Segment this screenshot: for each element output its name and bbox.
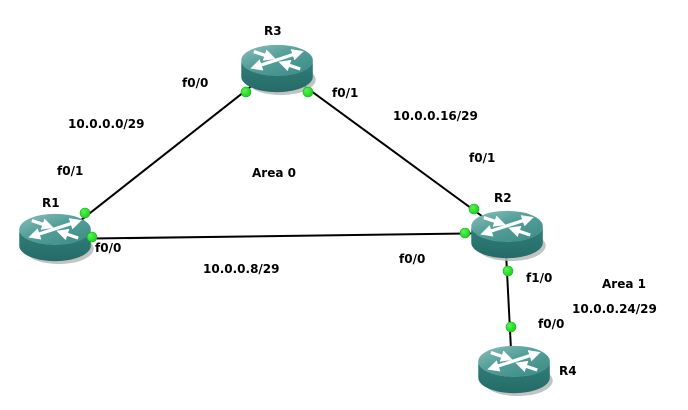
interface-label-r1-f0-1: f0/1 [57,164,84,178]
status-dot-r2-f0-1 [468,203,480,215]
link-r3-r2[interactable] [276,65,506,234]
status-dot-r4-f0-0 [505,321,517,333]
interface-label-r1-f0-0: f0/0 [95,241,122,255]
interface-label-r3-f0-0: f0/0 [182,76,209,90]
interface-label-r2-f0-1: f0/1 [469,151,496,165]
status-dot-r1-f0-1 [79,207,91,219]
link-r1-r2[interactable] [56,232,506,240]
area-label-area0: Area 0 [252,166,296,180]
link-r1-r3[interactable] [56,65,278,240]
router-label-r4: R4 [559,364,577,378]
status-dot-r2-f1-0 [502,265,514,277]
network-label-r3-r2: 10.0.0.16/29 [393,109,478,123]
network-label-r1-r3: 10.0.0.0/29 [68,117,145,131]
router-label-r1: R1 [42,196,60,210]
status-dot-r2-f0-0 [459,227,471,239]
status-dot-r3-f0-0 [240,86,252,98]
status-dot-r1-f0-0 [86,231,98,243]
router-label-r2: R2 [494,191,512,205]
interface-label-r4-f0-0: f0/0 [538,317,565,331]
network-label-r1-r2: 10.0.0.8/29 [203,262,280,276]
area-label-area1: Area 1 [602,277,646,291]
interface-label-r3-f0-1: f0/1 [332,86,359,100]
status-dot-r3-f0-1 [302,86,314,98]
interface-label-r2-f1-0: f1/0 [526,271,553,285]
network-label-r2-r4: 10.0.0.24/29 [572,302,657,316]
interface-label-r2-f0-0: f0/0 [399,252,426,266]
router-label-r3: R3 [264,24,282,38]
